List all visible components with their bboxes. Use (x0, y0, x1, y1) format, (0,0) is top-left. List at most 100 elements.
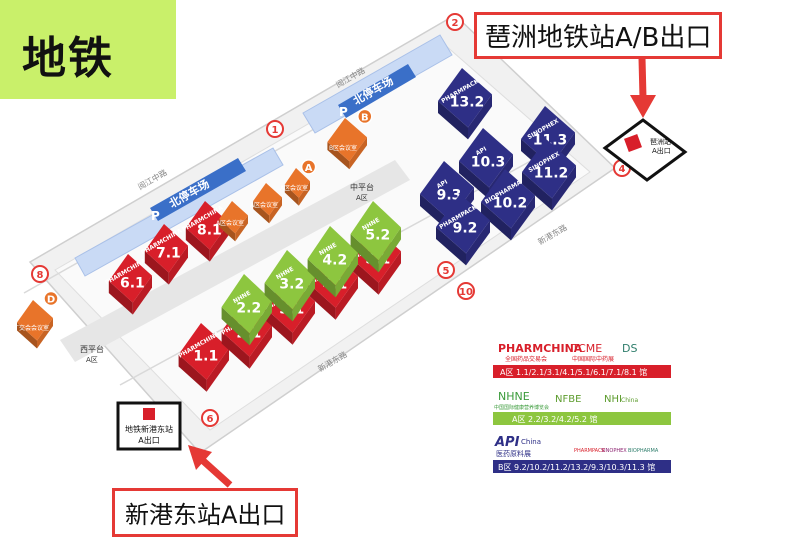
west-platform-label: 西平台 (80, 344, 104, 354)
entrance-marker-6: 6 (201, 409, 219, 427)
hall-blocks: PHARMCHINA1.1PHARMCHINA2.1PHARMCHINA3.1P… (104, 68, 576, 392)
svg-text:6: 6 (207, 414, 214, 425)
zone-badge (357, 108, 373, 125)
room-label: A区会议室 (216, 219, 244, 227)
center-platform-label: 中平台 (350, 182, 374, 192)
west-platform-sub: A区 (86, 356, 98, 364)
hall-number: 2.2 (236, 301, 261, 317)
room-block (284, 168, 310, 206)
svg-text:2: 2 (452, 18, 459, 29)
legend-blue-bar (493, 460, 671, 473)
legend-nhi: NHI (604, 394, 622, 405)
center-platform-sub: A区 (356, 194, 368, 202)
parking-p-icon: P (151, 209, 160, 223)
legend-pharmchina-sub: 全国药品交易会 (505, 355, 547, 363)
legend-green-bar (493, 412, 671, 425)
hall-number: 8.1 (197, 222, 222, 238)
hall-number: 6.1 (120, 275, 145, 291)
zone-letter: B (361, 112, 369, 123)
legend: PHARMCHINA 全国药品交易会 TCME 中国国际中药展 DS A区 1.… (493, 342, 671, 473)
hall-number: 13.2 (450, 95, 485, 111)
subway-icon (624, 134, 642, 152)
svg-text:8: 8 (37, 270, 44, 281)
hall-brand: API (475, 146, 488, 158)
room-block (17, 300, 53, 349)
legend-sinophex: SINOPHEX (601, 448, 627, 454)
hall-number: 11.3 (533, 133, 568, 149)
hall-brand: API (436, 179, 449, 191)
pazhou-station-label: 琶洲站 (650, 137, 671, 146)
pazhou-station-box (602, 118, 688, 182)
arrow-to-xingang (188, 445, 233, 488)
legend-api: API (494, 435, 520, 450)
svg-text:10: 10 (459, 287, 473, 298)
subway-icon (143, 408, 155, 420)
xingang-exit-callout: 新港东站A出口 (112, 488, 299, 537)
hall-number: 9.3 (437, 188, 462, 204)
legend-api-sub: China (521, 438, 541, 446)
page-title: 地铁 (22, 33, 114, 84)
legend-ds: DS (622, 342, 637, 355)
zone-badge (43, 290, 59, 307)
zone-letter: A (305, 163, 313, 174)
legend-nfbe: NFBE (555, 394, 581, 405)
room-block (327, 118, 367, 170)
hall-number: 10.2 (493, 196, 528, 212)
parking-p-icon: P (339, 105, 348, 119)
hall-number: 7.1 (156, 245, 181, 261)
legend-red-text: A区 1.1/2.1/3.1/4.1/5.1/6.1/7.1/8.1 馆 (500, 367, 647, 377)
pazhou-exit-callout: 琶洲地铁站A/B出口 (474, 12, 723, 59)
road-label-right: 新港东路 (536, 222, 569, 247)
zone-letter: D (47, 295, 55, 306)
xingang-station-exit: A出口 (138, 435, 159, 445)
room-label: A区会议室 (280, 184, 308, 192)
parking-sign (338, 64, 416, 118)
legend-tcme: TCME (571, 342, 602, 355)
legend-blue-text: B区 9.2/10.2/11.2/13.2/9.3/10.3/11.3 馆 (498, 462, 655, 472)
pazhou-station-exit: A出口 (652, 146, 671, 155)
legend-api-sub2: 医药原料展 (496, 449, 531, 458)
hall-number: 5.2 (365, 228, 390, 244)
entrance-marker-1: 1 (266, 120, 284, 138)
xingang-station-label: 地铁新港东站 (125, 424, 173, 434)
legend-red-bar (493, 365, 671, 378)
room-label: 广交会会议室 (13, 324, 49, 332)
legend-nhi-sub: China (621, 397, 638, 404)
zone-badge (300, 159, 317, 175)
entrance-marker-5: 5 (437, 261, 455, 279)
legend-biopharma: BIOPHARMA (628, 448, 659, 454)
legend-nhne: NHNE (498, 390, 530, 403)
room-block (219, 201, 248, 242)
legend-green-text: A区 2.2/3.2/4.2/5.2 馆 (512, 414, 598, 424)
center-walkway (60, 160, 410, 362)
svg-text:1: 1 (272, 125, 279, 136)
meeting-room-a-room3: A区会议室 A (280, 159, 317, 206)
entrance-marker-10: 10 (457, 282, 475, 300)
svg-text:4: 4 (619, 164, 626, 175)
legend-pharmchina: PHARMCHINA (498, 342, 583, 355)
title-box: 地铁 (0, 0, 176, 99)
legend-nhne-sub: 中国国际健康营养博览会 (494, 404, 549, 411)
hall-number: 1.1 (193, 348, 218, 364)
meeting-room-a-room1: A区会议室 (216, 201, 248, 242)
svg-text:5: 5 (443, 266, 450, 277)
hall-number: 4.2 (322, 253, 347, 269)
entrance-marker-2: 2 (446, 13, 464, 31)
legend-tcme-sub: 中国国际中药展 (572, 355, 614, 363)
parking-sign (150, 158, 246, 221)
meeting-room-d-room: 广交会会议室 D (13, 290, 59, 349)
hall-number: 11.2 (534, 166, 569, 182)
